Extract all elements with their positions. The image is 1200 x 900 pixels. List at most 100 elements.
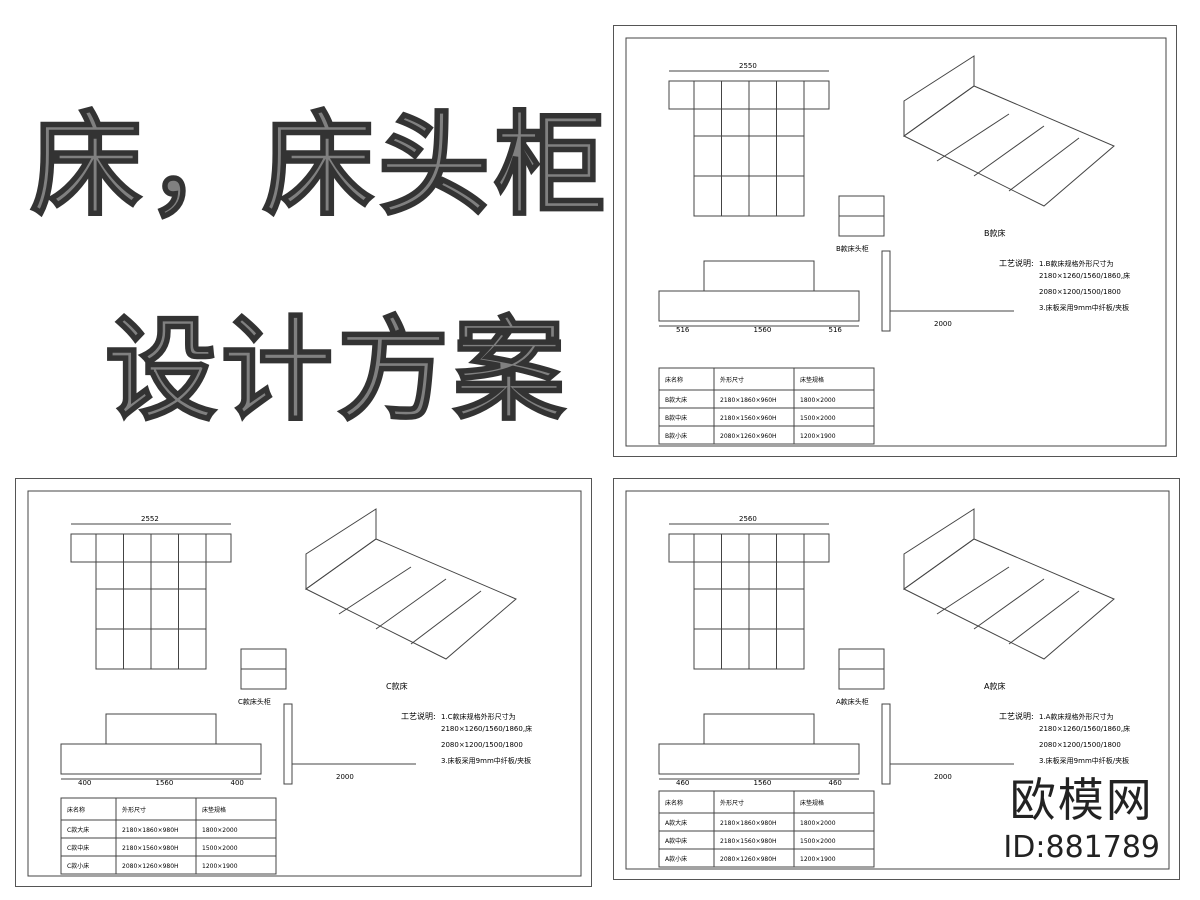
table-header: 床垫规格 <box>202 806 226 814</box>
table-cell: 2080×1260×980H <box>122 863 179 870</box>
table-cell: 2180×1560×980H <box>720 838 777 845</box>
table-cell: 2080×1260×960H <box>720 433 777 440</box>
slat-line <box>338 566 412 615</box>
table-cell: 2180×1560×980H <box>122 845 179 852</box>
dimension-segment: 460 <box>829 779 842 787</box>
dimension-length: 2000 <box>934 773 952 781</box>
slat-line <box>973 578 1045 630</box>
dimension-segment: 1560 <box>156 779 174 787</box>
table-cell: A款小床 <box>665 855 687 863</box>
table-header: 床名称 <box>67 806 85 814</box>
bed-elevation <box>60 743 262 775</box>
nightstand-label: C款床头柜 <box>238 697 271 706</box>
title-line-2: 设计方案 <box>104 305 569 437</box>
note-3: 3.床板采用9mm中纤板/夹板 <box>1039 756 1129 765</box>
bed-iso <box>903 85 1115 207</box>
bed-elevation <box>658 290 860 322</box>
slat-line <box>936 113 1010 162</box>
table-cell: 1500×2000 <box>800 415 836 422</box>
nightstand-label: A款床头柜 <box>836 697 869 706</box>
inner-frame <box>625 37 1167 447</box>
table-cell: 2080×1260×980H <box>720 856 777 863</box>
bed-label: C款床 <box>386 681 408 691</box>
slat-line <box>973 125 1045 177</box>
inner-frame <box>625 490 1170 870</box>
bed-elevation <box>658 743 860 775</box>
table-cell: C款大床 <box>67 826 89 834</box>
table-cell: 1200×1900 <box>800 856 836 863</box>
dimension-segment: 1560 <box>754 326 772 334</box>
table-cell: 1800×2000 <box>800 397 836 404</box>
table-header: 外形尺寸 <box>122 806 146 814</box>
inner-frame <box>27 490 582 877</box>
table-header: 床垫规格 <box>800 376 824 384</box>
note-1b: 2180×1260/1560/1860,床 <box>1039 271 1130 280</box>
table-cell: 2180×1860×980H <box>720 820 777 827</box>
table-header: 床名称 <box>665 799 683 807</box>
table-header: 床名称 <box>665 376 683 384</box>
table-cell: 1500×2000 <box>202 845 238 852</box>
headboard-iso <box>903 508 975 590</box>
title-line-1: 床，床头柜 <box>29 100 610 232</box>
slat-line <box>936 566 1010 615</box>
table-cell: 1200×1900 <box>800 433 836 440</box>
table-header: 外形尺寸 <box>720 799 744 807</box>
headboard-elevation <box>703 713 815 745</box>
table-cell: 1800×2000 <box>202 827 238 834</box>
table-cell: 2180×1560×960H <box>720 415 777 422</box>
table-cell: C款小床 <box>67 862 89 870</box>
table-cell: A款大床 <box>665 819 687 827</box>
dimension-segment: 516 <box>829 326 843 334</box>
note-1: 1.C款床规格外形尺寸为 <box>441 712 516 721</box>
watermark: 欧模网 ID:881789 <box>1003 764 1160 865</box>
table-cell: B款中床 <box>665 414 687 422</box>
table-cell: 1500×2000 <box>800 838 836 845</box>
spec-table <box>60 797 277 875</box>
slat-line <box>1008 137 1080 192</box>
dimension-length: 2000 <box>934 320 952 328</box>
note-1b: 2180×1260/1560/1860,床 <box>1039 724 1130 733</box>
dimension-segment: 516 <box>676 326 690 334</box>
table-cell: B款小床 <box>665 432 687 440</box>
note-2: 2080×1200/1500/1800 <box>1039 288 1121 296</box>
spec-table <box>658 367 875 445</box>
slat-line <box>410 590 482 645</box>
slat-line <box>1008 590 1080 645</box>
nightstand-label: B款床头柜 <box>836 244 869 253</box>
note-3: 3.床板采用9mm中纤板/夹板 <box>1039 303 1129 312</box>
table-cell: 1800×2000 <box>800 820 836 827</box>
dimension-segment: 400 <box>78 779 91 787</box>
note-2: 2080×1200/1500/1800 <box>1039 741 1121 749</box>
notes-label: 工艺说明: <box>999 711 1034 721</box>
table-cell: A款中床 <box>665 837 687 845</box>
notes-label: 工艺说明: <box>401 711 436 721</box>
headboard-elevation <box>703 260 815 292</box>
slat-line <box>375 578 447 630</box>
bed-label: A款床 <box>984 681 1005 691</box>
dimension-segment: 1560 <box>754 779 772 787</box>
headboard-side <box>881 703 891 785</box>
table-cell: 2180×1860×980H <box>122 827 179 834</box>
table-cell: 2180×1860×960H <box>720 397 777 404</box>
note-3: 3.床板采用9mm中纤板/夹板 <box>441 756 531 765</box>
dimension-segment: 400 <box>231 779 244 787</box>
note-2: 2080×1200/1500/1800 <box>441 741 523 749</box>
bed-iso <box>903 538 1115 660</box>
table-cell: B款大床 <box>665 396 687 404</box>
dimension-top-width: 2560 <box>739 515 757 523</box>
note-1: 1.A款床规格外形尺寸为 <box>1039 712 1113 721</box>
table-cell: 1200×1900 <box>202 863 238 870</box>
notes-label: 工艺说明: <box>999 258 1034 268</box>
table-header: 床垫规格 <box>800 799 824 807</box>
table-header: 外形尺寸 <box>720 376 744 384</box>
spec-table <box>658 790 875 868</box>
headboard-side <box>283 703 293 785</box>
table-cell: C款中床 <box>67 844 89 852</box>
dimension-top-width: 2552 <box>141 515 159 523</box>
